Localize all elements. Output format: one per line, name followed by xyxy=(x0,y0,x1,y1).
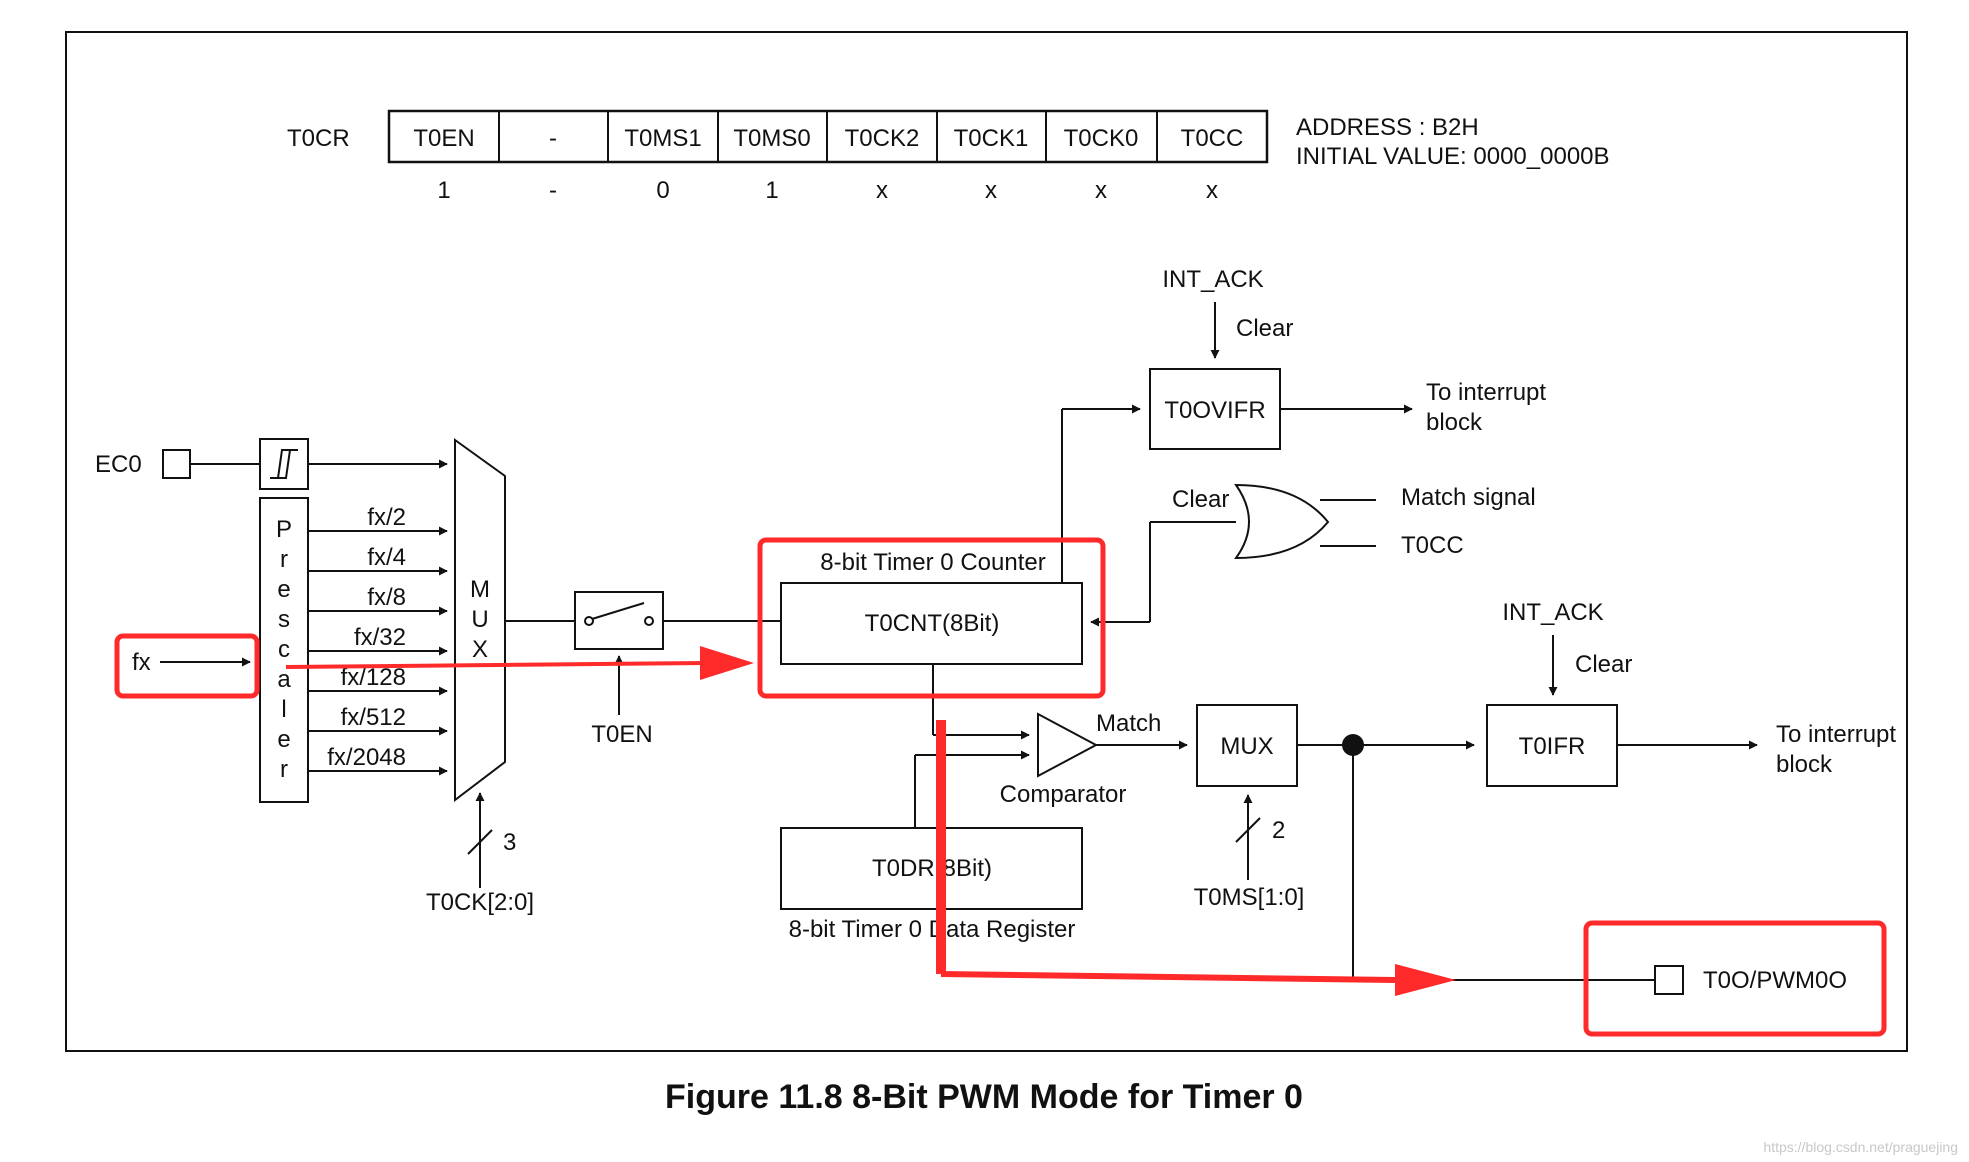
register-value: 0 xyxy=(656,177,669,204)
clock-mux-letter: M xyxy=(470,576,490,603)
ec0-pin xyxy=(162,449,191,479)
register-value: 1 xyxy=(437,177,450,204)
ms-bus-width: 2 xyxy=(1272,817,1285,844)
clock-mux-letter: U xyxy=(471,606,488,633)
t0dr-register xyxy=(780,827,1083,910)
watermark: https://blog.csdn.net/praguejing xyxy=(1763,1139,1958,1155)
prescaler-letter: P xyxy=(276,516,292,543)
highlight-arrow-shaft xyxy=(285,661,707,669)
register-value: x xyxy=(876,177,888,204)
ovf-int-ack-label: INT_ACK xyxy=(1162,266,1263,293)
prescaler-letter: c xyxy=(278,636,290,663)
prescaler-output-label: fx/8 xyxy=(367,584,406,611)
ms-select-label: T0MS[1:0] xyxy=(1194,884,1305,911)
prescaler-output-label: fx/512 xyxy=(341,704,406,731)
register-bit-t0ck0: T0CK0 xyxy=(1064,125,1139,152)
highlight-annotations xyxy=(114,537,1887,1037)
schmitt-trigger-icon xyxy=(270,449,298,479)
match-signal-label: Match signal xyxy=(1401,484,1536,511)
comparator xyxy=(1037,712,1099,778)
schmitt-trigger xyxy=(259,438,309,490)
figure-frame xyxy=(65,31,1908,1052)
prescaler-letter: e xyxy=(277,576,290,603)
register-bit-t0ck1: T0CK1 xyxy=(954,125,1029,152)
register-value: x xyxy=(1095,177,1107,204)
register-bit-t0ck2: T0CK2 xyxy=(845,125,920,152)
register-bit-t0ms0: T0MS0 xyxy=(733,125,810,152)
register-value: x xyxy=(1206,177,1218,204)
figure-caption: Figure 11.8 8-Bit PWM Mode for Timer 0 xyxy=(665,1078,1303,1116)
prescaler-letter: e xyxy=(277,726,290,753)
highlight-fx-box xyxy=(114,633,260,699)
prescaler-output-lines xyxy=(308,526,448,776)
register-bit-reserved: - xyxy=(549,125,557,152)
fx-label: fx xyxy=(132,649,151,676)
or-clear-label: Clear xyxy=(1172,486,1229,513)
ovf-clear-label: Clear xyxy=(1236,315,1293,342)
t0en-label: T0EN xyxy=(591,721,652,748)
ovf-destination-line2: block xyxy=(1426,409,1483,436)
t0cnt-register xyxy=(780,582,1083,665)
prescaler-letter: a xyxy=(277,666,291,693)
prescaler-output-label: fx/32 xyxy=(354,624,406,651)
register-name: T0CR xyxy=(287,125,350,152)
int-destination-line1: To interrupt xyxy=(1776,721,1896,748)
register-bit-t0cc: T0CC xyxy=(1181,125,1244,152)
register-initial-value: INITIAL VALUE: 0000_0000B xyxy=(1296,143,1610,170)
counter-title: 8-bit Timer 0 Counter xyxy=(820,549,1045,576)
output-mux-label: MUX xyxy=(1220,733,1273,760)
highlight-counter-box xyxy=(757,537,1106,699)
register-bit-t0ms1: T0MS1 xyxy=(624,125,701,152)
tck-bus-width: 3 xyxy=(503,829,516,856)
highlight-path-horizontal xyxy=(940,971,1396,983)
tck-select-label: T0CK[2:0] xyxy=(426,889,534,916)
match-label: Match xyxy=(1096,710,1161,737)
t0cnt-label: T0CNT(8Bit) xyxy=(865,610,1000,637)
or-gate xyxy=(1234,483,1330,560)
prescaler-letter: r xyxy=(280,546,288,573)
prescaler-output-label: fx/2 xyxy=(367,504,406,531)
prescaler-output-label: fx/2048 xyxy=(327,744,406,771)
pwm-output-pin xyxy=(1654,965,1684,995)
prescaler-letter: s xyxy=(278,606,290,633)
pwm-output-label: T0O/PWM0O xyxy=(1703,967,1847,994)
prescaler-letter: l xyxy=(281,696,286,723)
register-address: ADDRESS : B2H xyxy=(1296,114,1479,141)
ec0-label: EC0 xyxy=(95,451,142,478)
t0ovifr-label: T0OVIFR xyxy=(1164,397,1265,424)
register-value: x xyxy=(985,177,997,204)
highlight-arrowhead xyxy=(1395,964,1456,996)
int-ack-label: INT_ACK xyxy=(1502,599,1603,626)
prescaler-output-label: fx/128 xyxy=(341,664,406,691)
ovf-destination-line1: To interrupt xyxy=(1426,379,1546,406)
register-value: - xyxy=(549,177,557,204)
t0cc-label: T0CC xyxy=(1401,532,1464,559)
t0dr-caption: 8-bit Timer 0 Data Register xyxy=(789,916,1076,943)
clock-mux-letter: X xyxy=(472,636,488,663)
clock-mux xyxy=(454,438,506,803)
enable-switch xyxy=(574,591,664,650)
switch-contact-icon xyxy=(591,602,645,620)
prescaler-letter: r xyxy=(280,756,288,783)
prescaler-output-label: fx/4 xyxy=(367,544,406,571)
comparator-label: Comparator xyxy=(1000,781,1127,808)
int-clear-label: Clear xyxy=(1575,651,1632,678)
register-bit-t0en: T0EN xyxy=(413,125,474,152)
register-value: 1 xyxy=(765,177,778,204)
t0ifr-label: T0IFR xyxy=(1519,733,1586,760)
register-table xyxy=(387,109,1269,164)
int-destination-line2: block xyxy=(1776,751,1833,778)
t0dr-label: T0DR(8Bit) xyxy=(872,855,992,882)
highlight-output-box xyxy=(1583,920,1887,1037)
highlight-arrowhead xyxy=(700,646,754,680)
